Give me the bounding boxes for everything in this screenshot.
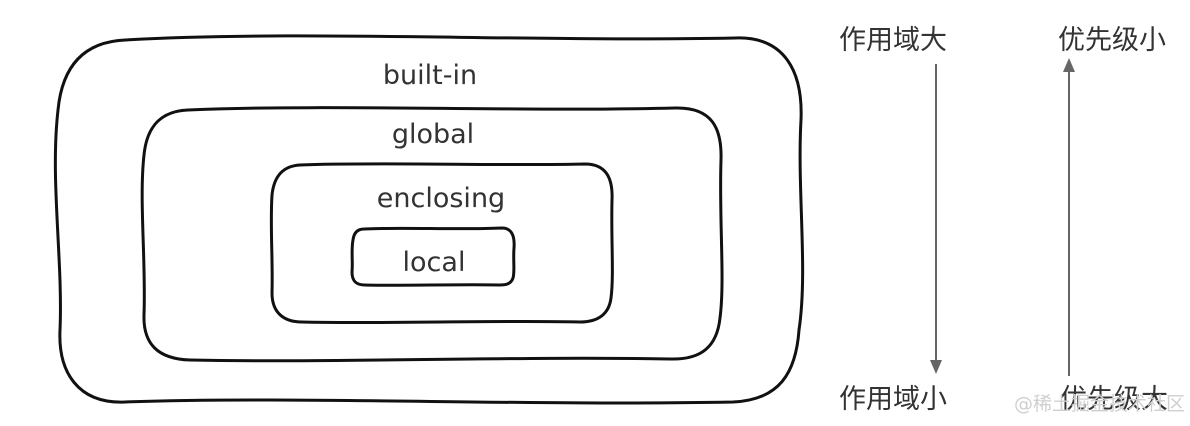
builtin-scope-box [53, 34, 805, 405]
priority-small-label: 优先级小 [1058, 25, 1166, 56]
scope-large-label: 作用域大 [839, 25, 947, 56]
watermark-text: @稀土掘金技术社区 [1014, 393, 1185, 415]
builtin-label: built-in [383, 60, 477, 91]
global-label: global [392, 119, 474, 150]
enclosing-label: enclosing [377, 183, 505, 214]
scope-small-label: 作用域小 [839, 384, 947, 415]
down-arrow-icon [930, 360, 942, 374]
priority-large-label: 优先级大 [1060, 384, 1168, 415]
local-label: local [403, 247, 466, 278]
enclosing-scope-box [269, 162, 614, 325]
local-scope-box [350, 226, 516, 287]
up-arrow-icon [1063, 58, 1075, 72]
global-scope-box [140, 106, 724, 363]
